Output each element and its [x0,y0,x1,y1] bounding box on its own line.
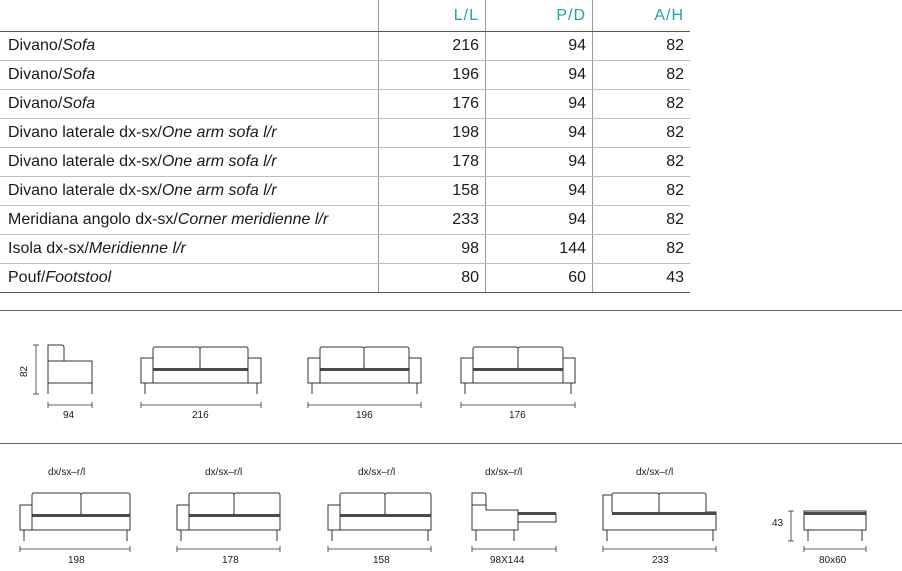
corner-width-label: 233 [652,555,669,566]
orientation-tag: dx/sx–r/l [636,467,673,478]
table-row: Meridiana angolo dx-sx/Corner meridienne… [0,205,690,235]
one-arm-sofa-198-drawing: dx/sx–r/l 198 [19,467,131,566]
cell-height: 82 [592,118,690,148]
side-height-label: 82 [19,365,30,377]
name-en: One arm sofa l/r [161,182,277,199]
cell-height: 82 [592,234,690,264]
row-name: Isola dx-sx/Meridienne l/r [0,234,379,264]
header-depth: P/D [485,0,593,32]
cell-depth: 94 [485,176,593,206]
name-it: Divano [8,37,58,54]
cell-length: 196 [378,60,486,90]
name-en: Sofa [62,95,96,112]
one-arm-sofa-158-drawing: dx/sx–r/l 158 [327,467,432,566]
cell-height: 82 [592,147,690,177]
cell-length: 216 [378,31,486,61]
cell-depth: 94 [485,147,593,177]
table-header-row: L/L P/D A/H [0,0,690,32]
sofa-176-drawing: 176 [460,346,576,421]
cell-height: 82 [592,31,690,61]
name-en: Corner meridienne l/r [177,211,329,228]
orientation-tag: dx/sx–r/l [485,467,522,478]
sofa-216-drawing: 216 [140,346,262,421]
row-name: Divano laterale dx-sx/One arm sofa l/r [0,147,379,177]
sofa-196-drawing: 196 [307,346,422,421]
cell-depth: 94 [485,31,593,61]
name-it: Meridiana angolo dx-sx [8,211,174,228]
pouf-height-label: 43 [772,518,784,529]
cell-depth: 94 [485,60,593,90]
name-it: Divano laterale dx-sx [8,182,158,199]
cell-length: 158 [378,176,486,206]
one-arm-sofa-178-drawing: dx/sx–r/l 178 [176,467,281,566]
cell-depth: 144 [485,234,593,264]
orientation-tag: dx/sx–r/l [358,467,395,478]
table-row: Divano laterale dx-sx/One arm sofa l/r 1… [0,118,690,148]
header-blank [0,0,379,32]
cell-length: 233 [378,205,486,235]
cell-length: 80 [378,263,486,293]
cell-length: 98 [378,234,486,264]
name-it: Divano laterale dx-sx [8,153,158,170]
pouf-drawing: 43 80x60 [772,510,867,566]
cell-depth: 94 [485,89,593,119]
name-en: One arm sofa l/r [161,124,277,141]
name-en: Meridienne l/r [88,240,186,257]
header-height: A/H [592,0,690,32]
cell-depth: 60 [485,263,593,293]
name-en: Footstool [45,269,112,286]
sofa-width-label: 176 [509,410,526,421]
table-row: Divano/Sofa 176 94 82 [0,89,690,119]
cell-height: 82 [592,60,690,90]
cell-length: 198 [378,118,486,148]
table-row: Divano/Sofa 196 94 82 [0,60,690,90]
row-name: Divano/Sofa [0,89,379,119]
name-en: One arm sofa l/r [161,153,277,170]
header-length: L/L [378,0,486,32]
row-name: Pouf/Footstool [0,263,379,293]
row-name: Divano/Sofa [0,31,379,61]
name-it: Pouf [8,269,41,286]
meridienne-size-label: 98X144 [490,555,525,566]
table-row: Divano laterale dx-sx/One arm sofa l/r 1… [0,147,690,177]
dimensions-table: L/L P/D A/H Divano/Sofa 216 94 82 Divano… [0,0,690,293]
meridienne-drawing: dx/sx–r/l 98X144 [471,467,557,566]
orientation-tag: dx/sx–r/l [48,467,85,478]
side-view-drawing: 82 94 [19,344,93,421]
name-en: Sofa [62,37,96,54]
sofa-width-label: 216 [192,410,209,421]
cell-height: 82 [592,205,690,235]
cell-length: 176 [378,89,486,119]
cell-depth: 94 [485,205,593,235]
table-row: Isola dx-sx/Meridienne l/r 98 144 82 [0,234,690,264]
table-row: Divano laterale dx-sx/One arm sofa l/r 1… [0,176,690,206]
name-it: Divano [8,66,58,83]
cell-depth: 94 [485,118,593,148]
name-it: Divano laterale dx-sx [8,124,158,141]
cell-height: 82 [592,176,690,206]
name-it: Isola dx-sx [8,240,85,257]
row-name: Divano laterale dx-sx/One arm sofa l/r [0,118,379,148]
row-name: Divano laterale dx-sx/One arm sofa l/r [0,176,379,206]
side-depth-label: 94 [63,410,75,421]
sofa-width-label: 196 [356,410,373,421]
sofa-width-label: 198 [68,555,85,566]
name-en: Sofa [62,66,96,83]
sofa-width-label: 178 [222,555,239,566]
corner-meridienne-drawing: dx/sx–r/l 233 [602,467,717,566]
row-name: Meridiana angolo dx-sx/Corner meridienne… [0,205,379,235]
cell-height: 82 [592,89,690,119]
sofa-width-label: 158 [373,555,390,566]
cell-length: 178 [378,147,486,177]
row-name: Divano/Sofa [0,60,379,90]
pouf-size-label: 80x60 [819,555,847,566]
section-divider [0,443,902,444]
cell-height: 43 [592,263,690,293]
table-row: Divano/Sofa 216 94 82 [0,31,690,61]
section-divider [0,310,902,311]
orientation-tag: dx/sx–r/l [205,467,242,478]
name-it: Divano [8,95,58,112]
table-row: Pouf/Footstool 80 60 43 [0,263,690,293]
